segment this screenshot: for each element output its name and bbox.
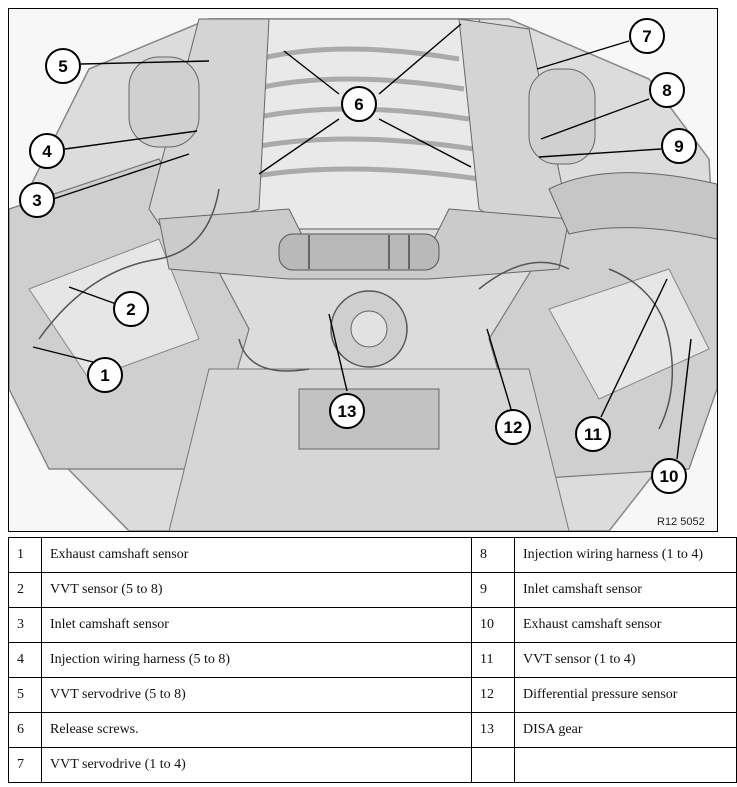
callout-11: 11 (575, 416, 611, 452)
callout-8: 8 (649, 72, 685, 108)
legend-number (471, 747, 515, 783)
figure-code: R12 5052 (657, 516, 705, 528)
svg-text:3: 3 (32, 191, 41, 210)
legend-label (514, 747, 737, 783)
svg-text:2: 2 (126, 300, 135, 319)
legend-number: 5 (8, 677, 42, 713)
engine-illustration: 1 2 3 4 5 6 7 8 9 10 11 12 13 R12 5052 (9, 18, 717, 531)
callout-2: 2 (113, 291, 149, 327)
svg-text:13: 13 (338, 402, 357, 421)
legend-label: VVT sensor (1 to 4) (514, 642, 737, 678)
legend-number: 1 (8, 537, 42, 573)
legend-number: 9 (471, 572, 515, 608)
engine-diagram: 1 2 3 4 5 6 7 8 9 10 11 12 13 R12 5052 (8, 8, 718, 532)
callout-6: 6 (341, 86, 377, 122)
legend-number: 6 (8, 712, 42, 748)
callout-13: 13 (329, 393, 365, 429)
legend-number: 8 (471, 537, 515, 573)
legend-label: Exhaust camshaft sensor (41, 537, 472, 573)
svg-text:4: 4 (42, 142, 52, 161)
svg-text:8: 8 (662, 81, 671, 100)
svg-text:6: 6 (354, 95, 363, 114)
legend-number: 11 (471, 642, 515, 678)
svg-text:7: 7 (642, 27, 651, 46)
callout-3: 3 (19, 182, 55, 218)
legend-label: DISA gear (514, 712, 737, 748)
legend-number: 4 (8, 642, 42, 678)
legend-number: 12 (471, 677, 515, 713)
legend-label: Injection wiring harness (1 to 4) (514, 537, 737, 573)
legend-number: 13 (471, 712, 515, 748)
svg-text:1: 1 (100, 366, 109, 385)
callout-5: 5 (45, 48, 81, 84)
legend-number: 7 (8, 747, 42, 783)
legend-label: Release screws. (41, 712, 472, 748)
callout-12: 12 (495, 409, 531, 445)
callout-9: 9 (661, 128, 697, 164)
svg-text:5: 5 (58, 57, 67, 76)
legend-label: Inlet camshaft sensor (41, 607, 472, 643)
legend-label: VVT sensor (5 to 8) (41, 572, 472, 608)
legend-number: 2 (8, 572, 42, 608)
callout-10: 10 (651, 458, 687, 494)
callouts: 1 2 3 4 5 6 7 8 9 10 11 12 13 (19, 18, 697, 494)
svg-text:10: 10 (660, 467, 679, 486)
legend-label: Differential pressure sensor (514, 677, 737, 713)
legend-number: 10 (471, 607, 515, 643)
callout-4: 4 (29, 133, 65, 169)
svg-text:12: 12 (504, 418, 523, 437)
callout-7: 7 (629, 18, 665, 54)
legend-label: Injection wiring harness (5 to 8) (41, 642, 472, 678)
legend-label: VVT servodrive (1 to 4) (41, 747, 472, 783)
legend-label: Inlet camshaft sensor (514, 572, 737, 608)
legend-label: Exhaust camshaft sensor (514, 607, 737, 643)
svg-text:9: 9 (674, 137, 683, 156)
legend-number: 3 (8, 607, 42, 643)
svg-text:11: 11 (584, 425, 602, 444)
callout-1: 1 (87, 357, 123, 393)
legend-label: VVT servodrive (5 to 8) (41, 677, 472, 713)
